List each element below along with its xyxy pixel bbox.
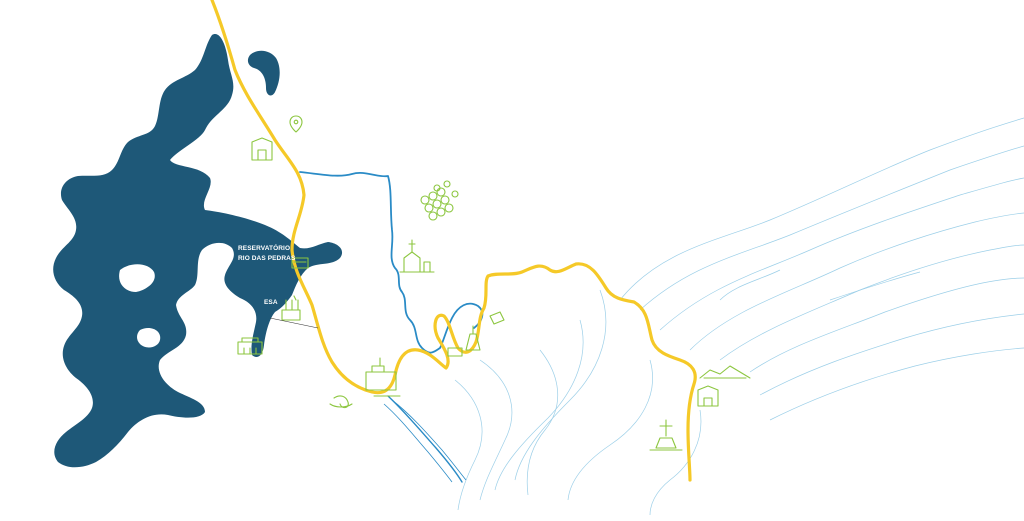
dam-icon bbox=[281, 295, 301, 321]
contour-line bbox=[494, 319, 584, 491]
contour-line bbox=[769, 347, 1024, 421]
contour-line bbox=[759, 313, 1024, 396]
factory-icon bbox=[365, 357, 401, 397]
sign-icon bbox=[489, 311, 505, 325]
reservoir-water bbox=[53, 34, 343, 468]
contour-line bbox=[454, 379, 483, 511]
building-icon bbox=[237, 337, 263, 355]
contour-line bbox=[479, 359, 513, 501]
river-line bbox=[299, 171, 484, 354]
contour-line bbox=[749, 277, 1024, 373]
contour-line bbox=[514, 289, 607, 481]
river-line bbox=[387, 395, 463, 483]
contour-line bbox=[639, 145, 1024, 311]
road-line bbox=[210, 0, 697, 482]
mountain-icon bbox=[699, 365, 751, 379]
reservoir-label-line2: RIO DAS PEDRAS bbox=[238, 255, 296, 262]
contour-line bbox=[829, 271, 921, 301]
location-pin-icon bbox=[289, 115, 303, 133]
leader-line bbox=[269, 317, 319, 329]
house-icon bbox=[697, 385, 719, 407]
river-line bbox=[391, 399, 467, 481]
contour-line bbox=[649, 409, 702, 516]
landmarks bbox=[237, 115, 751, 451]
contour-lines bbox=[454, 117, 1024, 516]
contour-line bbox=[526, 349, 558, 496]
church-icon bbox=[399, 239, 435, 273]
cross-icon bbox=[649, 419, 683, 451]
waves-icon bbox=[329, 395, 353, 409]
contour-line bbox=[689, 212, 1024, 351]
contour-line bbox=[659, 177, 1024, 331]
forest-icon bbox=[420, 180, 459, 221]
contour-line bbox=[719, 244, 1024, 361]
reservoir-arm bbox=[247, 50, 280, 96]
reservoir-island bbox=[119, 264, 155, 292]
contour-line bbox=[567, 359, 653, 501]
contour-line bbox=[619, 117, 1024, 301]
river-line bbox=[383, 403, 453, 483]
sign-icon bbox=[291, 257, 309, 269]
reservoir-island bbox=[137, 328, 161, 348]
tower-icon bbox=[447, 325, 481, 357]
reservoir-label-line1: RESERVATÓRIO bbox=[238, 243, 290, 252]
house-icon bbox=[251, 137, 273, 161]
dam-label: ESA bbox=[264, 299, 278, 306]
contour-line bbox=[719, 269, 781, 301]
